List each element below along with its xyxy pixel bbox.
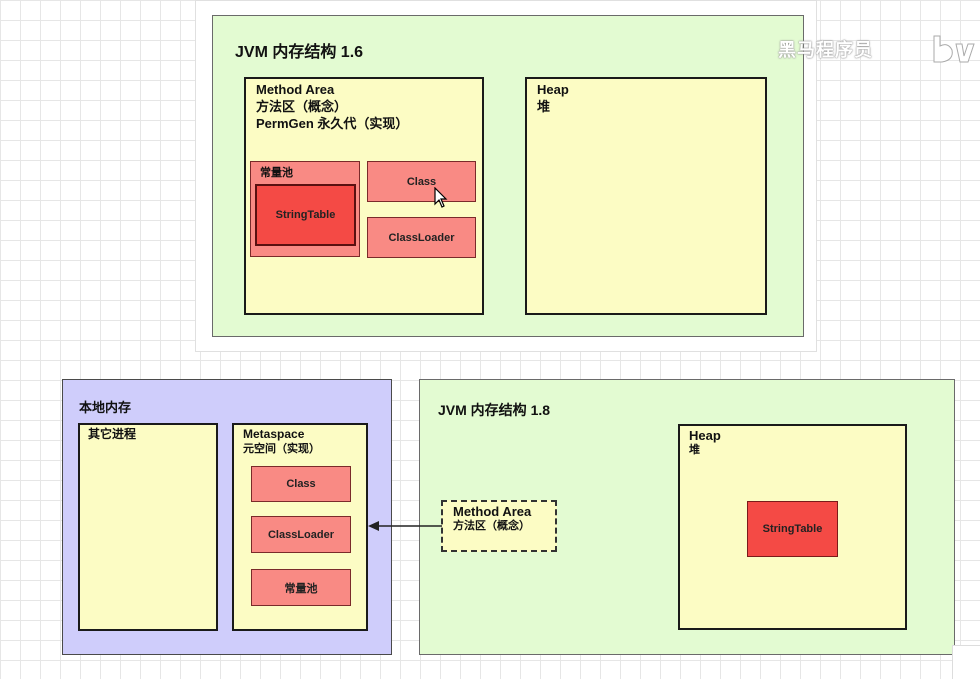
jvm18-method-area-line1: Method Area (453, 504, 532, 519)
jvm16-method-area-line2: 方法区（概念） (256, 99, 348, 114)
watermark-text: 黑马程序员 (778, 40, 873, 60)
jvm16-string-table: StringTable (255, 184, 356, 246)
jvm18-heap-label: Heap 堆 (689, 428, 721, 458)
mouse-cursor-icon (434, 187, 448, 208)
jvm18-heap-line1: Heap (689, 428, 721, 443)
jvm18-string-table: StringTable (747, 501, 838, 557)
jvm16-heap-line1: Heap (537, 82, 569, 97)
native-memory-title: 本地内存 (79, 400, 132, 415)
method-area-to-metaspace-arrow (368, 521, 442, 531)
jvm16-method-area-label: Method Area 方法区（概念） PermGen 永久代（实现） (256, 81, 408, 132)
other-process-label: 其它进程 (88, 427, 137, 441)
jvm18-title: JVM 内存结构 1.8 (438, 402, 551, 418)
jvm16-classloader-box: ClassLoader (367, 217, 476, 258)
corner-badge (952, 645, 980, 679)
jvm16-heap-line2: 堆 (537, 99, 551, 114)
jvm16-constant-pool-label: 常量池 (260, 167, 293, 179)
jvm16-method-area-line1: Method Area (256, 82, 335, 97)
jvm18-method-area: Method Area 方法区（概念） (441, 500, 557, 552)
watermark-logo: 黑马程序员 (778, 30, 980, 70)
jvm18-method-area-line2: 方法区（概念） (453, 520, 530, 532)
metaspace-line2: 元空间（实现） (243, 443, 320, 455)
jvm16-heap-label: Heap 堆 (537, 81, 569, 115)
metaspace-line1: Metaspace (243, 427, 305, 441)
jvm16-title: JVM 内存结构 1.6 (235, 44, 364, 61)
jvm16-heap: Heap 堆 (525, 77, 767, 315)
jvm16-method-area-line3: PermGen 永久代（实现） (256, 116, 409, 131)
watermark-logo-icon (933, 35, 975, 63)
jvm18-method-area-label: Method Area 方法区（概念） (453, 504, 531, 534)
metaspace-label: Metaspace 元空间（实现） (243, 427, 320, 457)
metaspace-class-box: Class (251, 466, 351, 502)
metaspace-classloader-box: ClassLoader (251, 516, 351, 553)
jvm18-heap-line2: 堆 (689, 444, 700, 456)
metaspace-constant-pool-box: 常量池 (251, 569, 351, 606)
jvm16-class-box: Class (367, 161, 476, 202)
other-process-box: 其它进程 (78, 423, 218, 631)
